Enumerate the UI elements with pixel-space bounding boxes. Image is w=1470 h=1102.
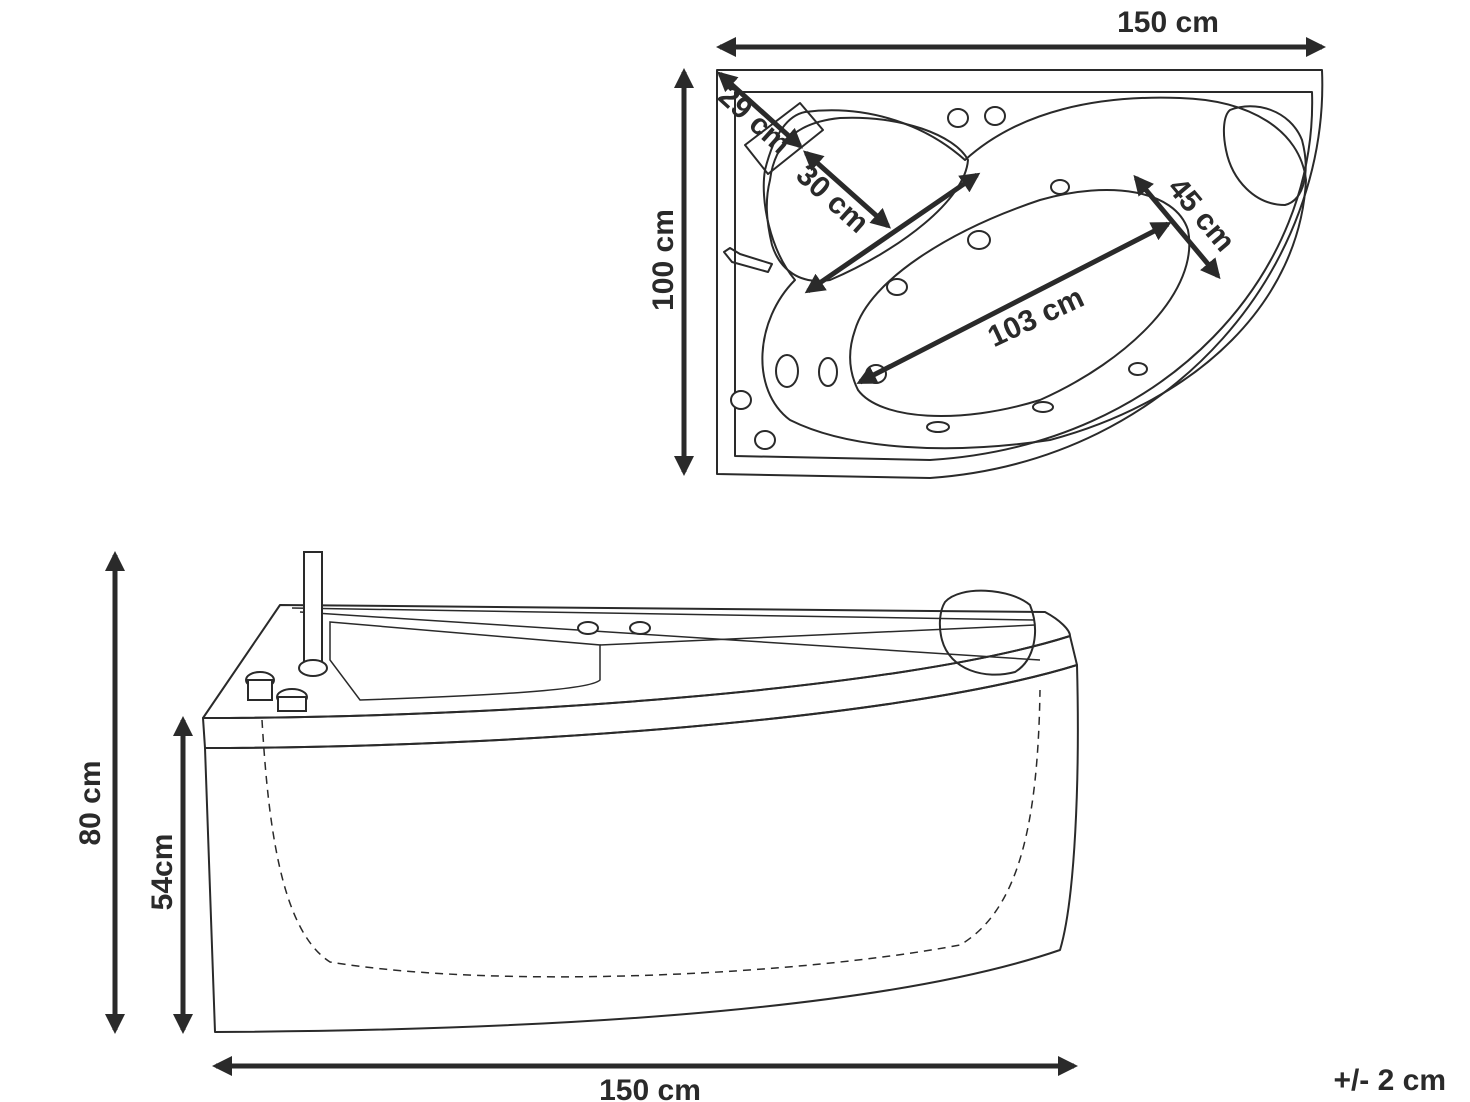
headrest xyxy=(1222,105,1307,206)
total-height-label: 80 cm xyxy=(74,760,107,845)
spout xyxy=(723,247,773,273)
tolerance-label: +/- 2 cm xyxy=(1333,1064,1446,1097)
basin-length-dimension xyxy=(856,221,1172,385)
side-faucet xyxy=(245,551,651,712)
tub-inner-lip xyxy=(291,607,1041,661)
tub-deep-basin xyxy=(849,189,1191,417)
top-view: 150 cm 100 cm 29 cm 30 cm 45 cm 103 cm xyxy=(647,6,1326,479)
side-length-label: 150 cm xyxy=(599,1074,701,1102)
hidden-basin-outline xyxy=(261,689,1041,978)
tub-back-deck xyxy=(202,604,1071,719)
tub-apron xyxy=(204,664,1079,1033)
basin-width-label: 45 cm xyxy=(1161,172,1241,258)
tub-outer-rim xyxy=(716,69,1324,479)
corner-dimension xyxy=(717,71,803,149)
tub-basin-edge xyxy=(329,621,601,701)
basin-width-dimension xyxy=(1133,174,1221,280)
faucet-knobs xyxy=(730,106,1006,450)
tub-top-rim xyxy=(202,635,1078,749)
tub-height-label: 54cm xyxy=(146,834,179,911)
top-width-label: 150 cm xyxy=(1117,6,1219,39)
tub-inner-rim xyxy=(734,91,1314,461)
top-depth-label: 100 cm xyxy=(647,209,680,311)
tub-basin-edge-2 xyxy=(599,624,1036,646)
side-view: 80 cm 54cm 150 cm xyxy=(74,551,1079,1102)
seat-width-label: 30 cm xyxy=(790,158,875,239)
side-headrest xyxy=(938,589,1036,676)
